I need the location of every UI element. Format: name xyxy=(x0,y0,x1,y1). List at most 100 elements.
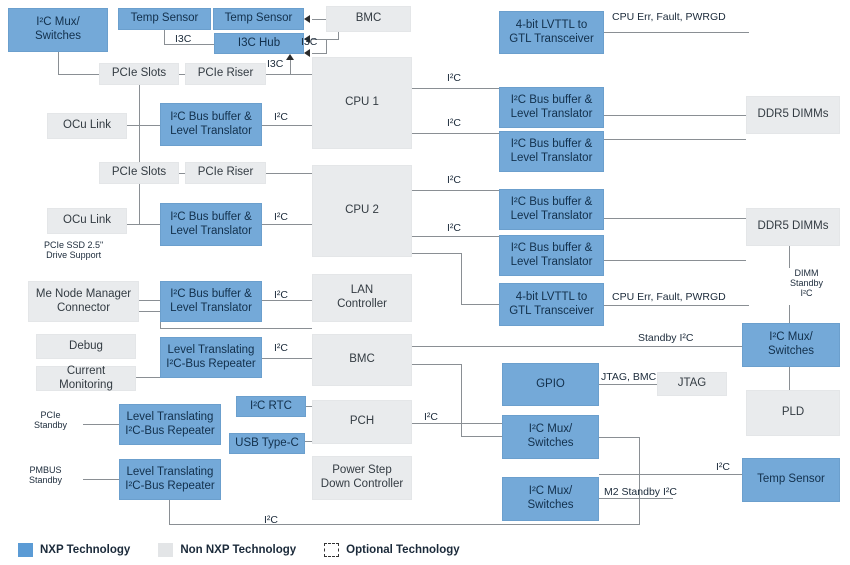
block-current-monitoring[interactable]: Current Monitoring xyxy=(36,365,136,391)
block-label-cpu-2: CPU 2 xyxy=(345,204,379,217)
edge-i3chub-up1 xyxy=(164,30,165,45)
block-i2c-buf-slots-1[interactable]: I²C Bus buffer &Level Translator xyxy=(160,103,262,146)
edge-bmc-h3 xyxy=(312,53,327,54)
block-usb-type-c[interactable]: USB Type-C xyxy=(229,433,305,454)
block-label-i3c-hub: I3C Hub xyxy=(237,36,281,49)
block-label-jtag: JTAG xyxy=(677,377,707,390)
block-label-i2c-buf-cpu2-a: I²C Bus buffer &Level Translator xyxy=(510,195,593,222)
block-label-i2c-rtc: I²C RTC xyxy=(250,399,292,412)
edge-slots1-down2 xyxy=(139,125,140,163)
edge-buf1-cpu1 xyxy=(262,125,312,126)
legend-swatch-optional xyxy=(324,543,340,557)
block-i2c-mux-right-2[interactable]: I²C Mux/Switches xyxy=(502,415,599,459)
edge-dimm-standby-down xyxy=(789,305,790,324)
block-label-i2c-mux-right-3: I²C Mux/Switches xyxy=(527,485,574,511)
block-label-temp-sensor-3: Temp Sensor xyxy=(757,473,825,486)
block-label-i2c-mux-right-2: I²C Mux/Switches xyxy=(527,423,574,449)
block-temp-sensor-1[interactable]: Temp Sensor xyxy=(118,8,211,30)
block-pcie-slots-2[interactable]: PCIe Slots xyxy=(99,162,179,184)
block-label-bmc-main: BMC xyxy=(349,353,375,366)
block-i2c-rtc[interactable]: I²C RTC xyxy=(236,396,306,417)
block-label-temp-sensor-2: Temp Sensor xyxy=(224,12,293,25)
block-i2c-mux-right-1[interactable]: I²C Mux/Switches xyxy=(742,323,840,367)
block-i2c-mux-top-left[interactable]: I²C Mux/Switches xyxy=(8,8,108,52)
legend-item-nxp: NXP Technology xyxy=(18,543,130,557)
block-i2c-buf-cpu2-b[interactable]: I²C Bus buffer &Level Translator xyxy=(499,235,604,276)
block-i2c-buf-slots-2[interactable]: I²C Bus buffer &Level Translator xyxy=(160,203,262,246)
block-cpu-1[interactable]: CPU 1 xyxy=(312,57,412,149)
block-pld[interactable]: PLD xyxy=(746,390,840,436)
edge-menode-buf2 xyxy=(139,311,161,312)
edge-m2-standby-stub xyxy=(599,498,673,499)
block-ocu-link-2[interactable]: OCu Link xyxy=(47,208,127,234)
block-i2c-buf-cpu1-a[interactable]: I²C Bus buffer &Level Translator xyxy=(499,87,604,128)
edge-slots1-riser1 xyxy=(179,74,186,75)
edge-label-i2c-cpu2-b: I²C xyxy=(447,222,461,234)
edge-label-standby-i2c: Standby I²C xyxy=(638,332,694,344)
block-label-i2c-buf-cpu1-b: I²C Bus buffer &Level Translator xyxy=(510,137,593,164)
block-i2c-buf-cpu2-a[interactable]: I²C Bus buffer &Level Translator xyxy=(499,189,604,230)
edge-label-i2c-temp: I²C xyxy=(716,461,730,473)
block-pcie-slots-1[interactable]: PCIe Slots xyxy=(99,63,179,85)
block-temp-sensor-3[interactable]: Temp Sensor xyxy=(742,458,840,502)
block-cpu-2[interactable]: CPU 2 xyxy=(312,165,412,257)
edge-slots2-riser2 xyxy=(179,173,186,174)
edge-buf-ddr5-1b xyxy=(604,139,746,140)
edge-label-cpu-err-fault-1: CPU Err, Fault, PWRGD xyxy=(612,11,726,23)
block-i2c-mux-right-3[interactable]: I²C Mux/Switches xyxy=(502,477,599,521)
edge-ocu2-buf xyxy=(127,224,161,225)
edge-label-cpu-err-fault-2: CPU Err, Fault, PWRGD xyxy=(612,291,726,303)
edge-label-pcie-ssd-note: PCIe SSD 2.5"Drive Support xyxy=(44,240,104,260)
block-temp-sensor-2[interactable]: Temp Sensor xyxy=(213,8,304,30)
edge-i3chub-h1 xyxy=(164,44,214,45)
block-bmc-top[interactable]: BMC xyxy=(326,6,411,32)
block-i2c-buf-lan[interactable]: I²C Bus buffer &Level Translator xyxy=(160,281,262,322)
edge-pch-mux2 xyxy=(412,423,503,424)
edge-riser1-v xyxy=(290,60,291,75)
edge-label-i2c-cpu1-b: I²C xyxy=(447,117,461,129)
edge-bmc-mux2-h xyxy=(461,436,503,437)
block-debug[interactable]: Debug xyxy=(36,334,136,359)
edge-mux-v xyxy=(58,52,59,74)
block-pcie-riser-2[interactable]: PCIe Riser xyxy=(185,162,266,184)
block-ocu-link-1[interactable]: OCu Link xyxy=(47,113,127,139)
edge-riser1-h2 xyxy=(290,74,312,75)
edge-cpu2-buf-a xyxy=(412,190,500,191)
block-i2c-buf-cpu1-b[interactable]: I²C Bus buffer &Level Translator xyxy=(499,131,604,172)
block-label-pcie-slots-1: PCIe Slots xyxy=(111,67,167,80)
legend-swatch-non-nxp xyxy=(158,543,174,557)
edge-curmon-rep xyxy=(136,377,161,378)
block-label-debug: Debug xyxy=(69,339,103,352)
block-ddr5-dimms-2[interactable]: DDR5 DIMMs xyxy=(746,208,840,246)
block-pch[interactable]: PCH xyxy=(312,400,412,444)
edge-pmbus-down xyxy=(169,500,170,525)
edge-lvttl2-cpuerr xyxy=(604,305,749,306)
edge-buf-ddr5-1a xyxy=(604,115,746,116)
block-i3c-hub[interactable]: I3C Hub xyxy=(214,33,304,54)
edge-riser1-h xyxy=(266,74,300,75)
edge-bmc-down xyxy=(338,32,339,40)
block-gpio[interactable]: GPIO xyxy=(502,363,599,406)
block-pcie-riser-1[interactable]: PCIe Riser xyxy=(185,63,266,85)
block-ddr5-dimms-1[interactable]: DDR5 DIMMs xyxy=(746,96,840,134)
edge-buf-ddr5-2a xyxy=(604,218,746,219)
block-jtag[interactable]: JTAG xyxy=(657,372,727,396)
block-bmc-main[interactable]: BMC xyxy=(312,334,412,386)
block-label-cpu-1: CPU 1 xyxy=(345,96,379,109)
